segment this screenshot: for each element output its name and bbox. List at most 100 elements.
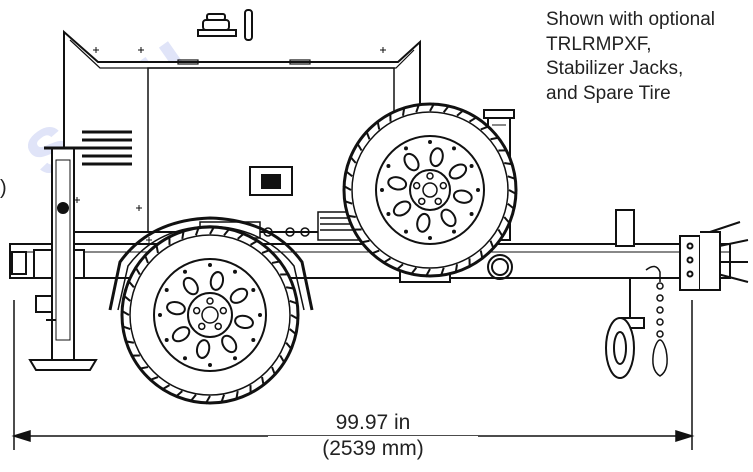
optional-equipment-note: Shown with optional TRLRMPXF, Stabilizer…	[546, 8, 751, 106]
rim-hole	[386, 164, 391, 168]
tread-mark	[143, 254, 149, 264]
tread-mark	[503, 216, 511, 225]
rim-slot	[392, 200, 412, 217]
tread-mark	[349, 155, 357, 164]
rim-hole	[476, 188, 480, 192]
rim-slot	[416, 212, 431, 233]
rim-slot	[182, 276, 199, 296]
tread-mark	[365, 130, 371, 140]
rim-slot	[234, 314, 254, 330]
rim-slot	[452, 189, 473, 204]
tread-mark	[271, 366, 277, 376]
tread-mark	[223, 227, 231, 236]
note-line-2: TRLRMPXF,	[546, 33, 652, 55]
tread-mark	[424, 268, 431, 278]
tread-mark	[181, 229, 185, 240]
lug-nut	[434, 197, 442, 206]
tread-mark	[401, 106, 406, 116]
spare-tire	[342, 102, 518, 278]
rim-slot	[209, 271, 225, 291]
tread-mark	[189, 394, 197, 403]
paren-fragment: )	[0, 177, 7, 199]
note-line-4: and Spare Tire	[546, 82, 671, 104]
lug-nut	[198, 322, 206, 331]
rim-hole	[428, 140, 432, 144]
tread-mark	[271, 260, 282, 264]
tread-mark	[468, 116, 478, 123]
rim-hole	[404, 229, 408, 234]
tread-mark	[343, 199, 353, 205]
rim-hole	[164, 288, 169, 292]
rim-slot	[429, 147, 444, 168]
tread-mark	[439, 267, 445, 277]
front-jack-caster	[605, 278, 645, 379]
rim-hole	[452, 146, 456, 151]
rim-hole	[208, 263, 212, 267]
dimension-inches: 99.97 in	[268, 411, 478, 435]
tread-mark	[174, 390, 183, 398]
rim-hole	[251, 338, 256, 342]
tread-mark	[489, 240, 495, 250]
lug-nut	[412, 181, 421, 190]
tread-mark	[237, 232, 246, 240]
rim-hole	[428, 236, 432, 240]
rim-hole	[469, 212, 474, 216]
tread-mark	[220, 394, 226, 404]
lug-nut	[418, 197, 426, 206]
tread-mark	[155, 243, 159, 254]
spare-tire-treads	[342, 102, 518, 278]
tread-mark	[479, 250, 484, 260]
rim-slot	[440, 208, 457, 228]
rear-wheel-treads	[120, 225, 300, 405]
tread-mark	[415, 103, 421, 113]
rim-hole	[251, 288, 256, 292]
tread-mark	[289, 328, 298, 336]
lug-nut	[214, 322, 222, 331]
tread-mark	[342, 184, 352, 191]
tread-mark	[442, 104, 451, 113]
rim-hole	[380, 188, 384, 192]
rim-hole	[233, 269, 237, 274]
rim-slot	[171, 326, 191, 343]
tread-mark	[344, 169, 353, 178]
rim-hole	[233, 356, 237, 361]
tread-mark	[235, 390, 239, 401]
tread-mark	[121, 325, 131, 331]
tread-mark	[161, 384, 171, 391]
tread-mark	[120, 309, 130, 316]
fuel-cap	[197, 13, 237, 37]
rim-slot	[166, 300, 186, 316]
tread-mark	[429, 102, 436, 112]
tread-mark	[507, 175, 517, 181]
tread-mark	[376, 120, 381, 130]
tread-mark	[194, 226, 200, 236]
tread-mark	[290, 314, 300, 321]
control-switch	[249, 166, 293, 196]
rim-slot	[403, 152, 420, 172]
note-line-3: Stabilizer Jacks,	[546, 58, 684, 79]
tread-mark	[285, 342, 293, 351]
rim-hole	[258, 313, 262, 317]
tread-mark	[127, 279, 135, 288]
tread-mark	[370, 249, 380, 255]
tread-mark	[289, 299, 299, 305]
rear-wheel	[120, 225, 300, 405]
tread-mark	[454, 264, 459, 274]
lug-nut	[426, 172, 434, 180]
tread-mark	[490, 136, 500, 141]
tread-mark	[261, 248, 271, 254]
rim-slot	[229, 287, 249, 304]
rim-hole	[469, 164, 474, 168]
tread-mark	[507, 202, 516, 211]
note-line-1: Shown with optional	[546, 9, 715, 30]
crosshair-marks	[74, 47, 386, 243]
tread-mark	[382, 257, 392, 264]
tread-mark	[497, 228, 504, 238]
tread-mark	[508, 189, 518, 196]
tread-mark	[149, 376, 159, 382]
lug-nut	[206, 297, 214, 305]
tread-mark	[204, 395, 211, 405]
rim-hole	[164, 338, 169, 342]
rim-slot	[195, 339, 211, 359]
tread-mark	[480, 125, 490, 131]
